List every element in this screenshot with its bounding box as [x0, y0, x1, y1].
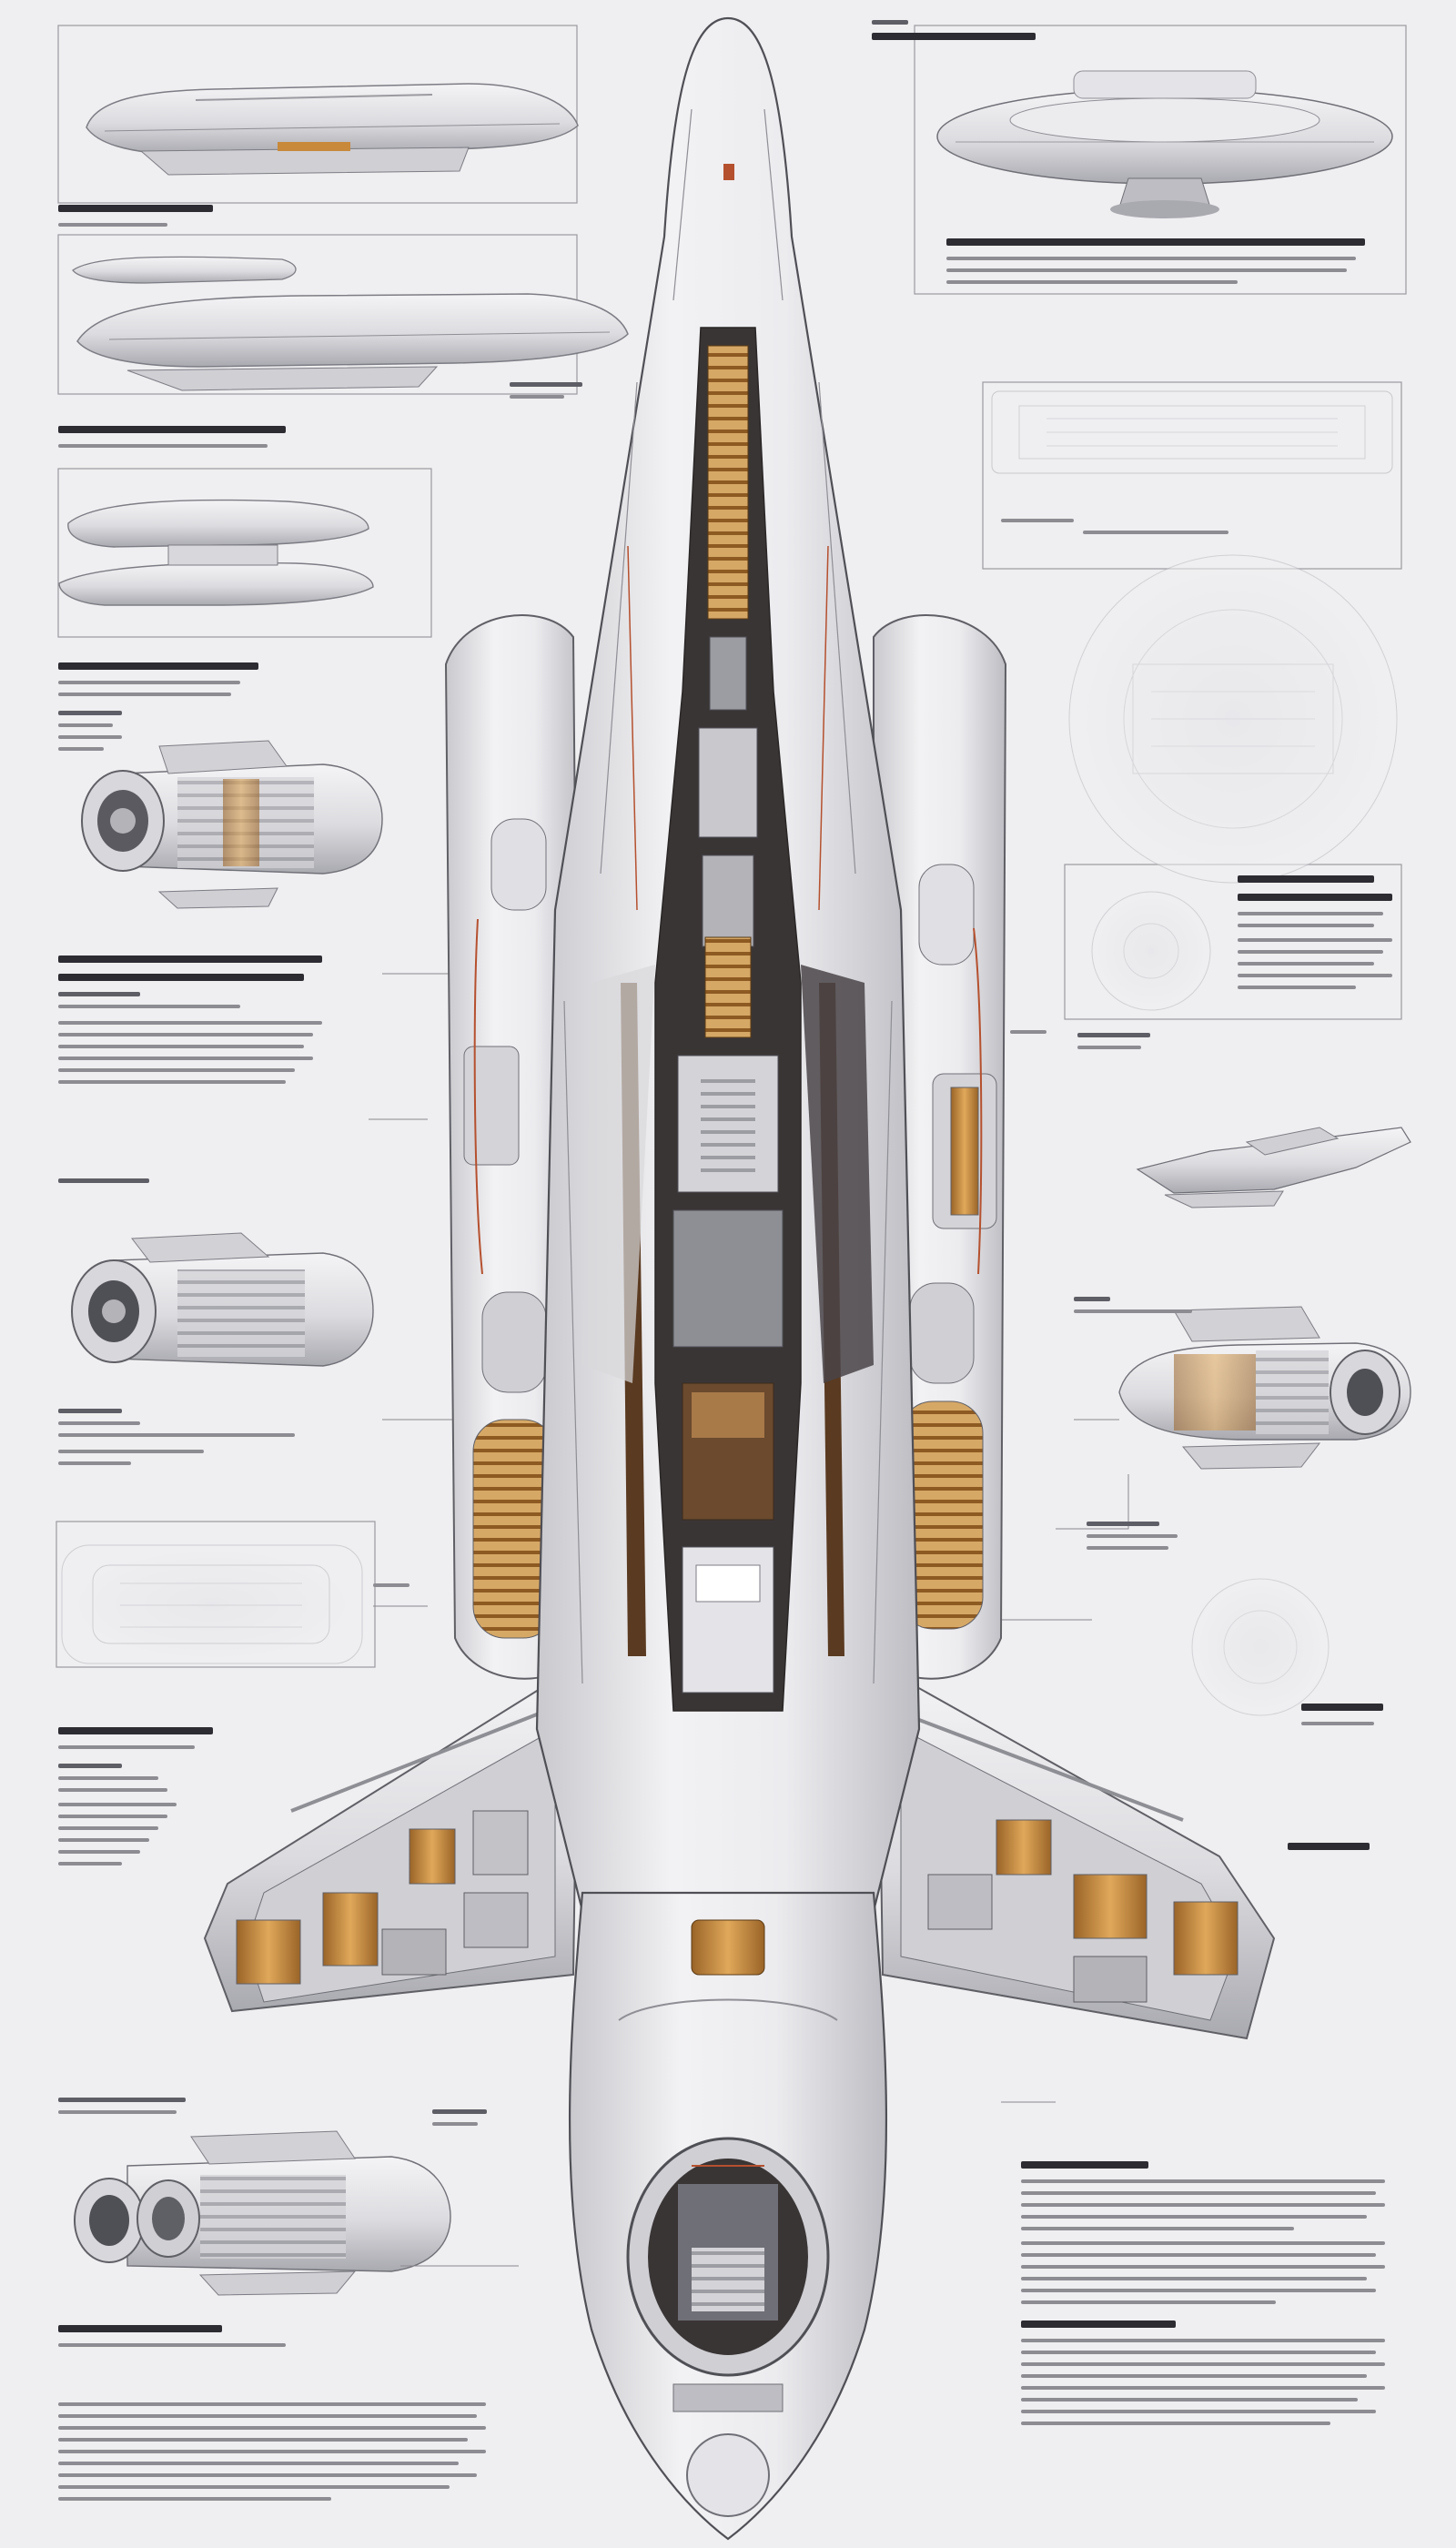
annotation-block — [872, 20, 1054, 51]
side-profile-ship — [72, 256, 629, 391]
annotation-block — [58, 426, 295, 456]
saucer-section-view — [936, 70, 1393, 218]
annotation-block — [1238, 875, 1401, 997]
annotation-block — [1010, 1030, 1065, 1042]
annotation-block — [58, 1727, 231, 1874]
annotation-block — [58, 1178, 167, 1191]
annotation-block — [1021, 2161, 1394, 2433]
annotation-block — [510, 382, 592, 407]
annotation-block — [58, 2098, 195, 2122]
callout-lines — [369, 910, 1129, 2267]
annotation-block — [58, 1409, 313, 1473]
annotation-block — [946, 238, 1383, 292]
circular-schematic — [1191, 1578, 1330, 1716]
circular-schematic — [1068, 554, 1398, 884]
deck-plan-schematic — [991, 390, 1393, 474]
left-wing-bays — [236, 1709, 556, 2003]
engine-nacelle-view — [81, 740, 383, 909]
circular-schematic — [1091, 891, 1211, 1011]
annotation-block — [58, 662, 277, 759]
annotation-block — [1301, 1704, 1392, 1734]
right-wing-bays — [900, 1718, 1239, 2021]
annotation-block — [373, 1583, 437, 1595]
engine-nacelle-view — [74, 2130, 451, 2296]
annotation-block — [58, 2402, 495, 2509]
annotation-block — [1087, 1522, 1196, 1558]
annotation-block — [1001, 519, 1401, 547]
left-frames — [56, 25, 578, 1668]
side-profile-ship — [1136, 1127, 1411, 1208]
annotation-block — [58, 956, 331, 1092]
annotation-block — [58, 205, 222, 235]
side-profile-ship — [86, 83, 579, 176]
engine-nacelle-view — [1118, 1306, 1411, 1470]
starship-cutaway-illustration — [203, 16, 1276, 2541]
annotation-block — [58, 2325, 440, 2355]
annotation-block — [1077, 1033, 1178, 1057]
annotation-block — [432, 2109, 496, 2134]
deck-plan-schematic — [61, 1544, 363, 1664]
annotation-block — [1074, 1297, 1201, 1321]
side-profile-ship — [58, 499, 374, 606]
engine-nacelle-view — [71, 1232, 374, 1367]
annotation-block — [1288, 1843, 1379, 1861]
